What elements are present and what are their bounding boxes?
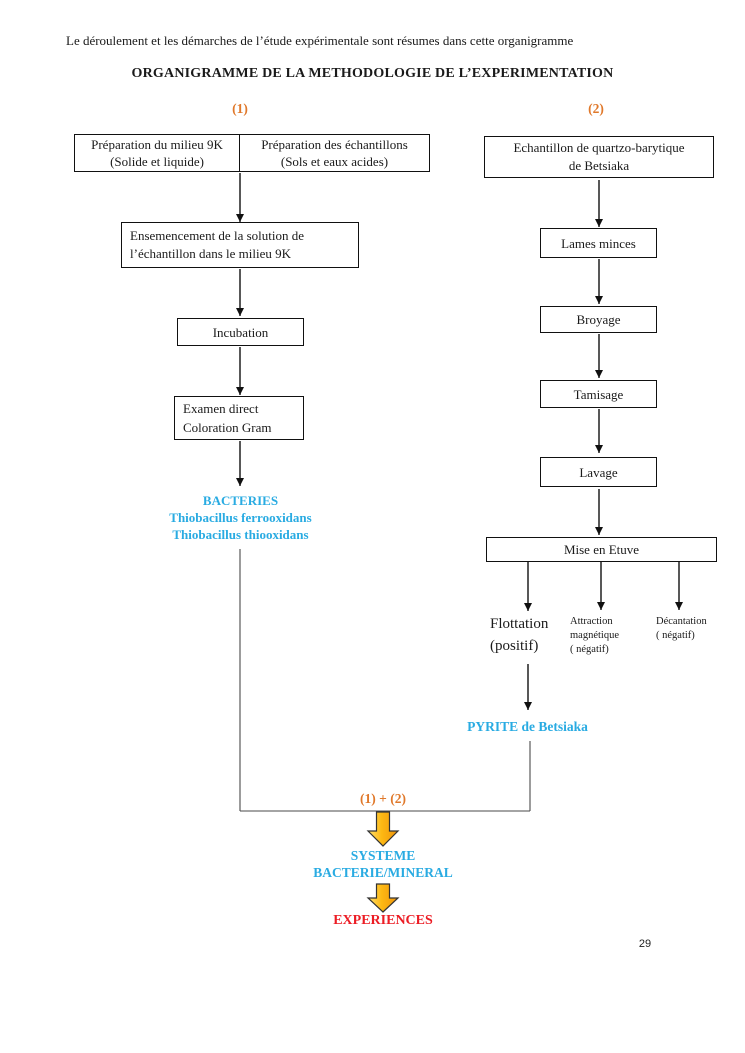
- flottation-label: Flottation (positif): [490, 616, 549, 654]
- bacteries-result: BACTERIES Thiobacillus ferrooxidans Thio…: [133, 492, 348, 543]
- broyage-box: Broyage: [540, 306, 657, 333]
- experiences-label: EXPERIENCES: [333, 913, 433, 928]
- incubation-box: Incubation: [177, 318, 304, 346]
- pyrite-result: PYRITE de Betsiaka: [467, 719, 588, 734]
- merge-label: (1) + (2): [360, 791, 406, 806]
- page-number: 29: [638, 938, 652, 950]
- decantation-label: Décantation ( négatif): [656, 616, 707, 641]
- intro-text: Le déroulement et les démarches de l’étu…: [66, 33, 574, 48]
- page-title: ORGANIGRAMME DE LA METHODOLOGIE DE L’EXP…: [131, 66, 614, 81]
- examen-box: Examen direct Coloration Gram: [174, 396, 304, 440]
- merge-connector-lines: [239, 549, 531, 812]
- echantillon-box: Echantillon de quartzo-barytique de Bets…: [484, 136, 714, 178]
- lavage-box: Lavage: [540, 457, 657, 487]
- tamisage-box: Tamisage: [540, 380, 657, 408]
- ensemencement-box: Ensemencement de la solution de l’échant…: [121, 222, 359, 268]
- bacteria-species-1: Thiobacillus ferrooxidans: [169, 510, 312, 525]
- block-arrow-icon: [366, 883, 400, 913]
- prep-milieu-cell: Préparation du milieu 9K (Solide et liqu…: [91, 137, 223, 169]
- prep-echantillons-cell: Préparation des échantillons (Sols et ea…: [239, 135, 429, 171]
- branch-1-label: (1): [232, 101, 248, 116]
- bacteries-title: BACTERIES: [202, 493, 279, 508]
- systeme-label: SYSTEME BACTERIE/MINERAL: [313, 848, 453, 880]
- bacteria-species-2: Thiobacillus thiooxidans: [172, 527, 309, 542]
- branch-2-label: (2): [588, 101, 604, 116]
- preparation-box: Préparation du milieu 9K (Solide et liqu…: [74, 134, 430, 172]
- lames-minces-box: Lames minces: [540, 228, 657, 258]
- attraction-label: Attraction magnétique ( négatif): [570, 616, 619, 655]
- block-arrow-icon: [366, 811, 400, 847]
- mise-en-etuve-box: Mise en Etuve: [486, 537, 717, 562]
- right-branch-arrows: [524, 180, 683, 710]
